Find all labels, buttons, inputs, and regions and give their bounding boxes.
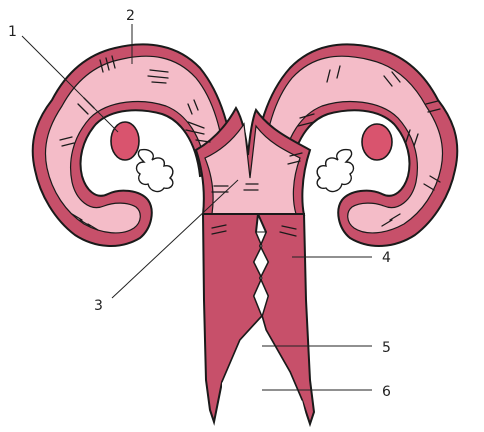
- left-ovary: [111, 122, 139, 160]
- right-ovary: [362, 124, 392, 160]
- label-1: 1: [8, 24, 17, 40]
- left-fimbriae: [137, 150, 173, 192]
- right-fimbriae: [317, 150, 353, 192]
- label-3: 3: [94, 298, 103, 314]
- label-6: 6: [382, 384, 391, 400]
- label-5: 5: [382, 340, 391, 356]
- label-4: 4: [382, 250, 391, 266]
- label-2: 2: [126, 8, 135, 24]
